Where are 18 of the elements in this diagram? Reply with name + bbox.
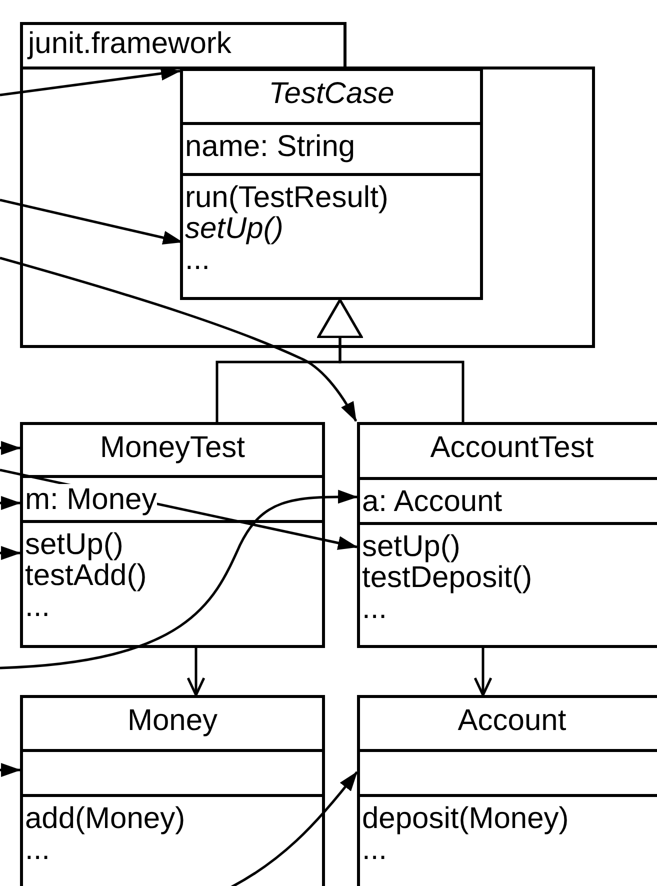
package-name: junit.framework	[26, 28, 232, 59]
arrow	[186, 648, 206, 696]
class-box	[357, 695, 657, 886]
class-box	[180, 68, 483, 300]
arrow	[0, 546, 21, 560]
arrow	[0, 198, 183, 245]
class-box	[20, 422, 325, 648]
class-box	[20, 695, 325, 886]
class-box	[357, 422, 657, 648]
arrow	[0, 490, 358, 670]
generalization-arrow	[317, 298, 464, 422]
arrow	[0, 763, 21, 777]
package	[20, 22, 595, 348]
arrow	[0, 441, 21, 455]
arrow	[0, 66, 181, 96]
arrow	[0, 256, 358, 422]
arrow	[0, 496, 21, 510]
arrow	[474, 648, 492, 696]
